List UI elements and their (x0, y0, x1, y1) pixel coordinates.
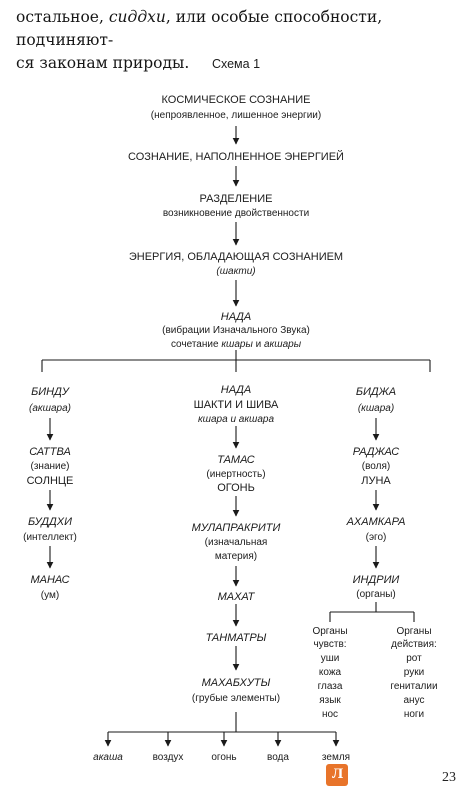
element-water: вода (267, 752, 289, 763)
node-nada-middle: НАДА (221, 384, 252, 396)
sense-organ-item: нос (322, 709, 338, 720)
node-manas: МАНАС (30, 574, 69, 586)
node-indriya-subtitle: (органы) (356, 589, 395, 600)
node-cosmic-consciousness: КОСМИЧЕСКОЕ СОЗНАНИЕ (162, 94, 311, 106)
publisher-logo-icon: Л (326, 764, 348, 786)
intro-paragraph: остальное, сиддхи, или особые способност… (16, 6, 460, 75)
node-ahamkara: АХАМКАРА (346, 516, 406, 528)
action-title-1: Органы (396, 626, 431, 637)
node-kshara-akshara: кшара и акшара (198, 414, 275, 425)
node-energy-conscious: ЭНЕРГИЯ, ОБЛАДАЮЩАЯ СОЗНАНИЕМ (129, 251, 343, 263)
action-organ-item: гениталии (390, 681, 437, 692)
node-mahabhutas-subtitle: (грубые элементы) (192, 692, 280, 704)
connector-lines (41, 126, 431, 747)
node-mahabhutas: МАХАБХУТЫ (202, 677, 271, 689)
sense-organ-item: язык (319, 695, 341, 706)
action-organ-item: анус (404, 695, 425, 706)
node-mulaprakriti: МУЛАПРАКРИТИ (192, 522, 281, 534)
node-bindu: БИНДУ (31, 386, 70, 398)
node-moon: ЛУНА (361, 475, 391, 487)
node-energy-filled: СОЗНАНИЕ, НАПОЛНЕННОЕ ЭНЕРГИЕЙ (128, 150, 344, 163)
element-fire: огонь (211, 752, 236, 763)
page-number: 23 (442, 770, 456, 785)
sense-organ-item: глаза (318, 681, 343, 692)
scheme-title: Схема 1 (211, 57, 261, 71)
node-shakti-shiva: ШАКТИ И ШИВА (194, 399, 279, 411)
combination-word: сочетание (171, 339, 219, 350)
node-indriya: ИНДРИИ (353, 574, 400, 586)
action-organ-item: руки (404, 667, 424, 678)
akshara-word: акшары (264, 339, 302, 350)
sense-organ-item: кожа (319, 667, 342, 678)
node-tamas-subtitle: (инертность) (206, 469, 265, 480)
node-sun: СОЛНЦЕ (27, 475, 74, 487)
node-mahat: МАХАТ (218, 591, 256, 603)
element-earth: земля (322, 752, 350, 763)
element-air: воздух (153, 752, 184, 763)
intro-line1-end: , или особые способности, подчиняют- (16, 8, 383, 49)
action-organ-item: ноги (404, 709, 424, 720)
right-branch-labels: БИДЖА (кшара) РАДЖАС (воля) ЛУНА АХАМКАР… (346, 386, 406, 600)
five-elements: акаша воздух огонь вода земля (93, 752, 350, 763)
element-akasha: акаша (93, 752, 123, 763)
senses-title-1: Органы (312, 626, 347, 637)
node-buddhi-subtitle: (интеллект) (23, 532, 77, 543)
node-bija: БИДЖА (356, 386, 396, 398)
node-tamas: ТАМАС (217, 454, 255, 466)
node-cosmic-subtitle: (непроявленное, лишенное энергии) (151, 110, 321, 121)
node-combination: сочетание кшары и акшары (171, 339, 302, 350)
node-manas-subtitle: (ум) (41, 590, 59, 601)
node-bija-subtitle: (кшара) (358, 403, 394, 414)
middle-branch-labels: НАДА ШАКТИ И ШИВА кшара и акшара ТАМАС (… (192, 384, 281, 704)
node-rajas-subtitle: (воля) (362, 461, 390, 472)
intro-italic-term: сиддхи (108, 8, 166, 26)
node-ahamkara-subtitle: (эго) (366, 532, 387, 543)
node-nada-top: НАДА (221, 311, 252, 323)
node-bindu-subtitle: (акшара) (29, 403, 71, 414)
node-tanmatras: ТАНМАТРЫ (206, 632, 267, 644)
action-organ-item: рот (406, 653, 422, 664)
node-mula-subtitle-1: (изначальная (205, 537, 268, 548)
node-separation: РАЗДЕЛЕНИЕ (200, 193, 273, 205)
organs-columns: Органы чувств: уши кожа глаза язык нос О… (312, 626, 437, 720)
node-sattva: САТТВА (29, 446, 71, 458)
node-rajas: РАДЖАС (353, 446, 399, 458)
top-chain-labels: КОСМИЧЕСКОЕ СОЗНАНИЕ (непроявленное, лиш… (128, 94, 344, 350)
intro-line1-start: остальное, (16, 8, 104, 26)
action-title-2: действия: (391, 639, 437, 650)
node-buddhi: БУДДХИ (28, 516, 72, 528)
node-mula-subtitle-2: материя) (215, 551, 257, 562)
senses-title-2: чувств: (313, 639, 346, 650)
node-sattva-subtitle: (знание) (31, 461, 70, 472)
node-shakti: (шакти) (216, 266, 255, 277)
node-fire: ОГОНЬ (217, 482, 255, 494)
node-separation-subtitle: возникновение двойственности (163, 208, 309, 219)
intro-line2: ся законам природы. (16, 54, 190, 72)
left-branch-labels: БИНДУ (акшара) САТТВА (знание) СОЛНЦЕ БУ… (23, 386, 77, 601)
node-nada-vibration: (вибрации Изначального Звука) (162, 324, 310, 336)
kshara-word: кшары (221, 339, 253, 350)
and-word: и (256, 339, 262, 350)
sense-organ-item: уши (321, 653, 340, 664)
